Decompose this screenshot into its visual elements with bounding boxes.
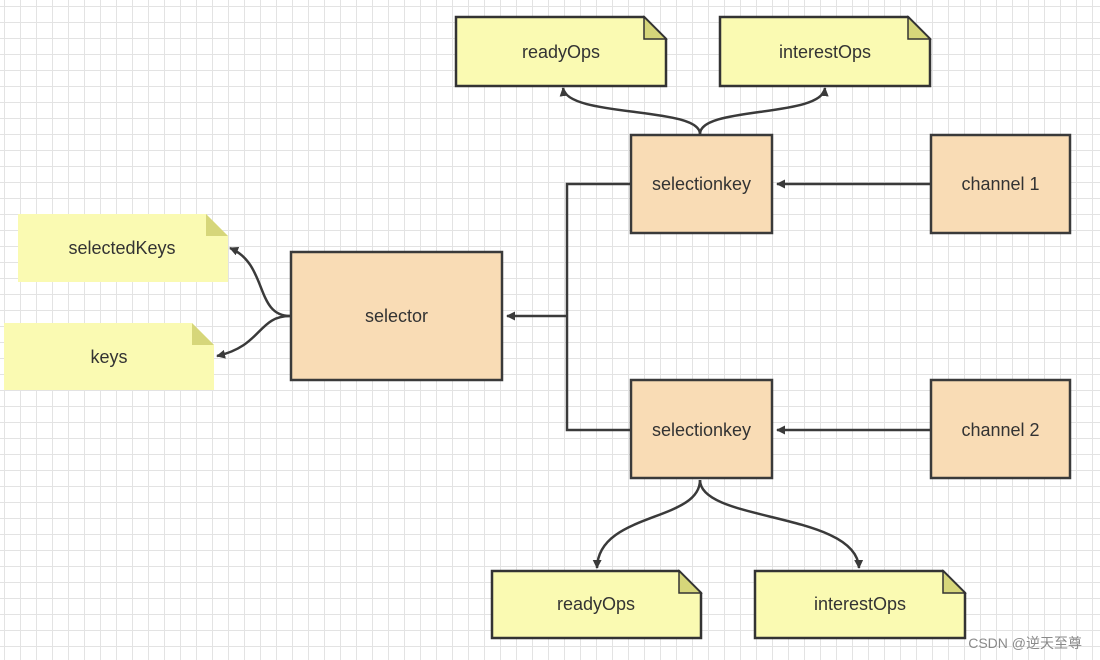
selectionkey-1-label: selectionkey — [652, 174, 751, 194]
ready-ops-note-bottom-fold — [678, 569, 703, 594]
arrow-selector-to-keys — [216, 314, 291, 359]
ready-ops-note-top: readyOps — [454, 15, 668, 88]
selectionkey-2-label: selectionkey — [652, 420, 751, 440]
interest-ops-bottom-label: interestOps — [814, 594, 906, 614]
connector-selectionkey2-to-junction — [565, 316, 630, 432]
selected-keys-label: selectedKeys — [68, 238, 175, 258]
keys-note-fold — [192, 323, 214, 345]
interest-ops-note-top-shape — [718, 15, 932, 88]
selected-keys-note-fold — [206, 214, 228, 236]
channel-1-label: channel 1 — [961, 174, 1039, 194]
selectionkey-box-2-shape — [629, 378, 774, 480]
ready-ops-note-bottom: readyOps — [490, 569, 703, 640]
arrow-selector-to-selectedkeys — [229, 246, 291, 318]
interest-ops-top-label: interestOps — [779, 42, 871, 62]
ready-ops-note-top-shape — [454, 15, 668, 88]
channel-1-box: channel 1 — [929, 133, 1072, 235]
selected-keys-note: selectedKeys — [18, 214, 228, 282]
selected-keys-note-shape — [18, 214, 228, 282]
interest-ops-note-bottom-shape — [753, 569, 967, 640]
selectionkey-box-2: selectionkey — [629, 378, 774, 480]
ready-ops-bottom-label: readyOps — [557, 594, 635, 614]
selectionkey-box-1: selectionkey — [629, 133, 774, 235]
watermark-text: CSDN @逆天至尊 — [968, 635, 1082, 651]
arrow-selectionkey2-to-readyops — [592, 479, 702, 569]
selector-box-shape — [289, 250, 504, 382]
keys-note-shape — [4, 323, 214, 390]
interest-ops-note-bottom: interestOps — [753, 569, 967, 640]
ready-ops-top-label: readyOps — [522, 42, 600, 62]
arrow-selectionkey1-to-interestops — [698, 87, 829, 135]
ready-ops-note-top-fold — [643, 15, 668, 40]
keys-label: keys — [90, 347, 127, 367]
interest-ops-note-top: interestOps — [718, 15, 932, 88]
selector-box: selector — [289, 250, 504, 382]
channel-2-box-shape — [929, 378, 1072, 480]
selectionkey-box-1-shape — [629, 133, 774, 235]
interest-ops-note-bottom-fold — [942, 569, 967, 594]
ready-ops-note-bottom-shape — [490, 569, 703, 640]
edges — [216, 87, 930, 569]
connector-selectionkey1-to-junction — [565, 182, 630, 316]
keys-note: keys — [4, 323, 214, 390]
interest-ops-note-top-fold — [907, 15, 932, 40]
channel-2-label: channel 2 — [961, 420, 1039, 440]
channel-2-box: channel 2 — [929, 378, 1072, 480]
arrow-selectionkey1-to-readyops — [559, 87, 702, 135]
arrow-selectionkey2-to-interestops — [698, 479, 864, 569]
channel-1-box-shape — [929, 133, 1072, 235]
selector-label: selector — [365, 306, 428, 326]
